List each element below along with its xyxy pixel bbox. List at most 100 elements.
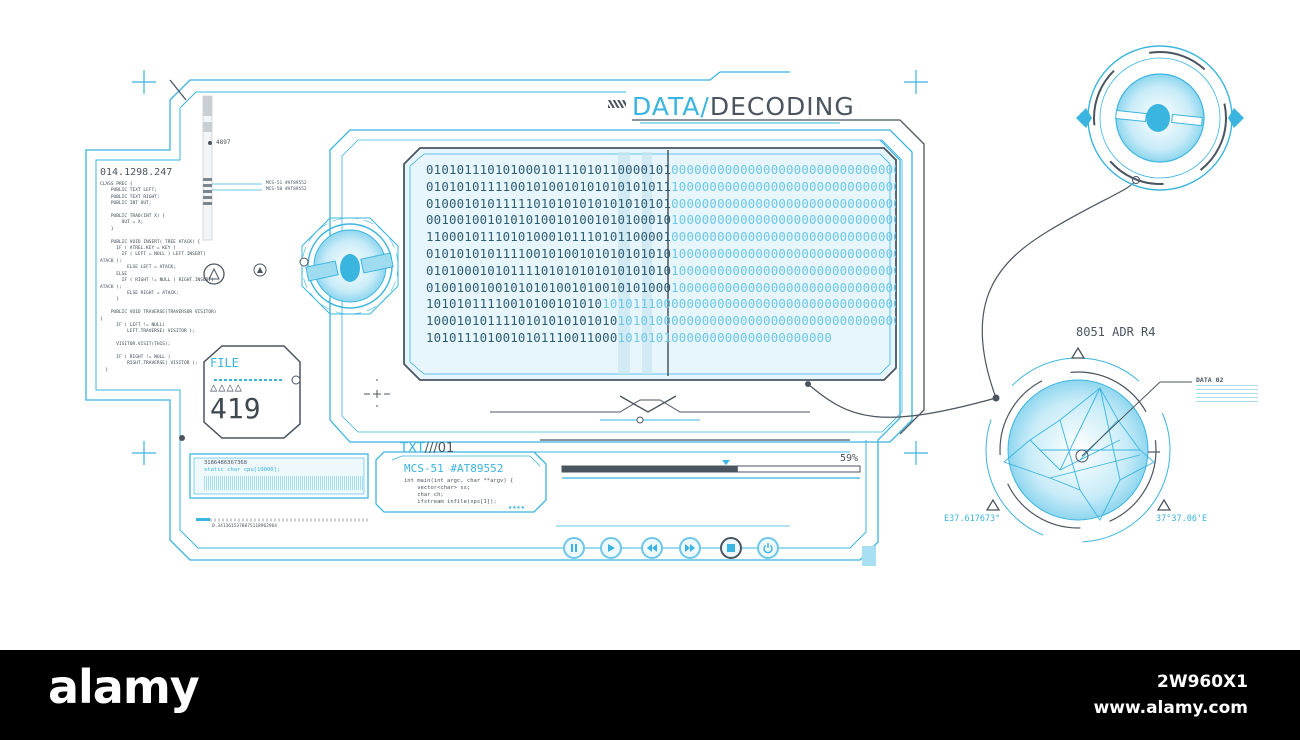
title-decoding: DECODING — [709, 92, 855, 121]
code-line: RIGHT.TRAVERSE( VISITOR ); — [100, 361, 198, 367]
code-line: PUBLIC VOID INSERT( TREE ATACK) { — [100, 239, 201, 245]
title-data: DATA — [632, 92, 701, 121]
binary-readout: 01010111010100010111010110000101 00000000… — [426, 162, 896, 347]
binary-row-main: 01000101011111010101010101010101 — [426, 195, 672, 211]
gauge-code-2: MCS-50 #AT89552 — [266, 187, 307, 192]
gauge-value: 4897 — [216, 139, 231, 146]
code-line: IF ( LEFT = NULL ) LEFT.INSERT( — [100, 252, 206, 258]
hud-frame — [85, 45, 1244, 566]
txt-number: ///01 — [424, 441, 455, 456]
power-button[interactable] — [757, 537, 779, 559]
code-line: CLASS PREC { — [100, 182, 133, 187]
txt-code-line: int main(int argc, char **argv) { — [404, 478, 514, 484]
satellite-icon-topright — [1115, 104, 1203, 132]
code-line: PUBLIC VOID TRAVERSE(TRAVERSOR VISITOR) — [100, 310, 217, 316]
binary-row-main: 1000101011110101010101010 — [426, 313, 618, 329]
rewind-icon — [647, 544, 657, 552]
title-separator: / — [700, 92, 710, 121]
pause-icon — [571, 544, 577, 552]
binary-row-main: 00100100101010100101001010100010 — [426, 212, 672, 228]
binary-row-main: 01010001010111101010101010101010 — [426, 262, 672, 278]
code-line: LEFT.TRAVERSE( VISITOR ); — [100, 329, 195, 335]
title-decor — [608, 100, 626, 108]
gauge-code-1: MCS-51 #AT89552 — [266, 181, 307, 186]
binary-row: 0101011101010001011101011000010100000000… — [426, 162, 896, 179]
binary-row-main: 01010111010100010111010110000101 — [426, 162, 672, 177]
pause-button[interactable] — [563, 537, 585, 559]
play-icon — [608, 544, 615, 552]
hex-line-1: 3186486367368 — [204, 460, 248, 466]
code-line: OUT = X; — [100, 220, 144, 226]
code-line: PUBLIC INT OUT; — [100, 201, 152, 207]
binary-row-main: 01010101111001010010101010101011 — [426, 178, 672, 194]
binary-row-faded: 0000000000000000000000000000000000000000 — [671, 229, 896, 245]
binary-row: 0010010010101010010100101010001010000000… — [426, 212, 896, 229]
code-line: ELSE RIGHT = ATACK; — [100, 290, 179, 296]
binary-row-main: 11000101110101000101110101100001 — [426, 229, 672, 245]
binary-row: 1100010111010100010111010110000100000000… — [426, 229, 896, 246]
stop-icon — [727, 544, 735, 552]
code-line: ELSE — [100, 271, 128, 277]
radar-data-text — [1196, 385, 1258, 405]
hex-line-2: static char cpu[10000]; — [204, 467, 281, 473]
binary-row-main: 01010101011110010100101010101010 — [426, 245, 672, 261]
txt-stars: ★★★★ — [508, 503, 525, 511]
txt-label: TXT///01 — [400, 441, 454, 456]
txt-code-line: ifstream infile(xps[1]); — [404, 499, 497, 505]
code-listing: CLASS PREC { PUBLIC TEXT LEFT; PUBLIC TE… — [100, 182, 217, 374]
binary-row: 1000101011110101010101010101010000000000… — [426, 313, 896, 330]
code-line: PUBLIC TEXT RIGHT; — [100, 194, 160, 200]
binary-row-faded: 1010111000000000000000000000000000000000… — [602, 296, 896, 312]
site-url: www.alamy.com — [1093, 698, 1248, 718]
code-line: IF ( LEFT != NULL) — [100, 322, 166, 328]
crosshair-marks — [132, 70, 928, 465]
stop-button[interactable] — [720, 537, 742, 559]
coord-left: E37.617673° — [944, 514, 1001, 524]
txt-code-line: char ch; — [404, 492, 444, 498]
txt-code-line: vector<char> ss; — [404, 485, 471, 491]
progress-fill — [562, 466, 738, 472]
txt-label-text: TXT — [400, 441, 425, 456]
code-line: PUBLIC TEXT LEFT; — [100, 188, 157, 194]
binary-row-main: 1010111010010101110011000 — [426, 329, 618, 345]
code-line: IF ( RIGHT != NULL ) — [100, 354, 171, 360]
binary-row-main: 01001001001010101001010010101000 — [426, 279, 672, 295]
code-line: IF ( ATREL.KEY = KEY ) — [100, 246, 176, 252]
binary-row-faded: 1000000000000000000000000000000000000000 — [671, 212, 896, 228]
file-counter[interactable]: FILE △△△△ 419 — [210, 356, 298, 425]
binary-row-faded: 1000000000000000000000000000000000000000 — [671, 262, 896, 278]
rewind-button[interactable] — [641, 537, 663, 559]
radar-title: 8051 ADR R4 — [1076, 325, 1156, 339]
code-line: ATACK ); — [100, 258, 122, 264]
code-line: ATACK ); — [100, 284, 122, 290]
binary-row: 0100010101111101010101010101010100000000… — [426, 196, 896, 213]
binary-row: 0101010101111001010010101010101010000000… — [426, 246, 896, 263]
code-line: PUBLIC TRAD(INT X) { — [100, 214, 166, 220]
binary-row-faded: 1000000000000000000000000000000000000000 — [671, 279, 896, 295]
image-id: 2W960X1 — [1156, 672, 1248, 692]
txt-code: int main(int argc, char **argv) { vector… — [404, 478, 513, 506]
power-icon — [763, 543, 773, 554]
code-line: } — [100, 367, 109, 373]
binary-row-faded: 1000000000000000000000000000000000000000 — [671, 178, 896, 194]
satellite-icon — [305, 252, 394, 282]
watermark-bar: alamy 2W960X1 www.alamy.com — [0, 650, 1300, 740]
code-line: IF ( RIGHT != NULL ) RIGHT.INSERT( — [100, 278, 214, 284]
page-title: DATA/DECODING — [632, 92, 855, 121]
brand-logo: alamy — [48, 660, 200, 714]
binary-row-faded: 1010100000000000000000000000000000000000… — [617, 313, 897, 329]
fast-forward-button[interactable] — [679, 537, 701, 559]
coord-right: 37°37.06'E — [1156, 514, 1208, 524]
binary-row: 0101010111100101001010101010101110000000… — [426, 179, 896, 196]
binary-row: 0100100100101010100101001010100010000000… — [426, 280, 896, 297]
hex-dump — [204, 476, 364, 490]
binary-row: 1010101111001010010101010101110000000000… — [426, 296, 896, 313]
binary-row-faded: 1000000000000000000000000000000000000000 — [671, 245, 896, 261]
code-line: } — [100, 297, 119, 303]
binary-row: 1010111010010101110011000101010100000000… — [426, 330, 896, 347]
txt-title: MCS-51 #AT89552 — [404, 462, 504, 475]
file-label: FILE — [210, 356, 239, 370]
code-line: ELSE LEFT = ATACK; — [100, 265, 176, 271]
play-button[interactable] — [600, 537, 622, 559]
code-line: { — [100, 316, 103, 322]
